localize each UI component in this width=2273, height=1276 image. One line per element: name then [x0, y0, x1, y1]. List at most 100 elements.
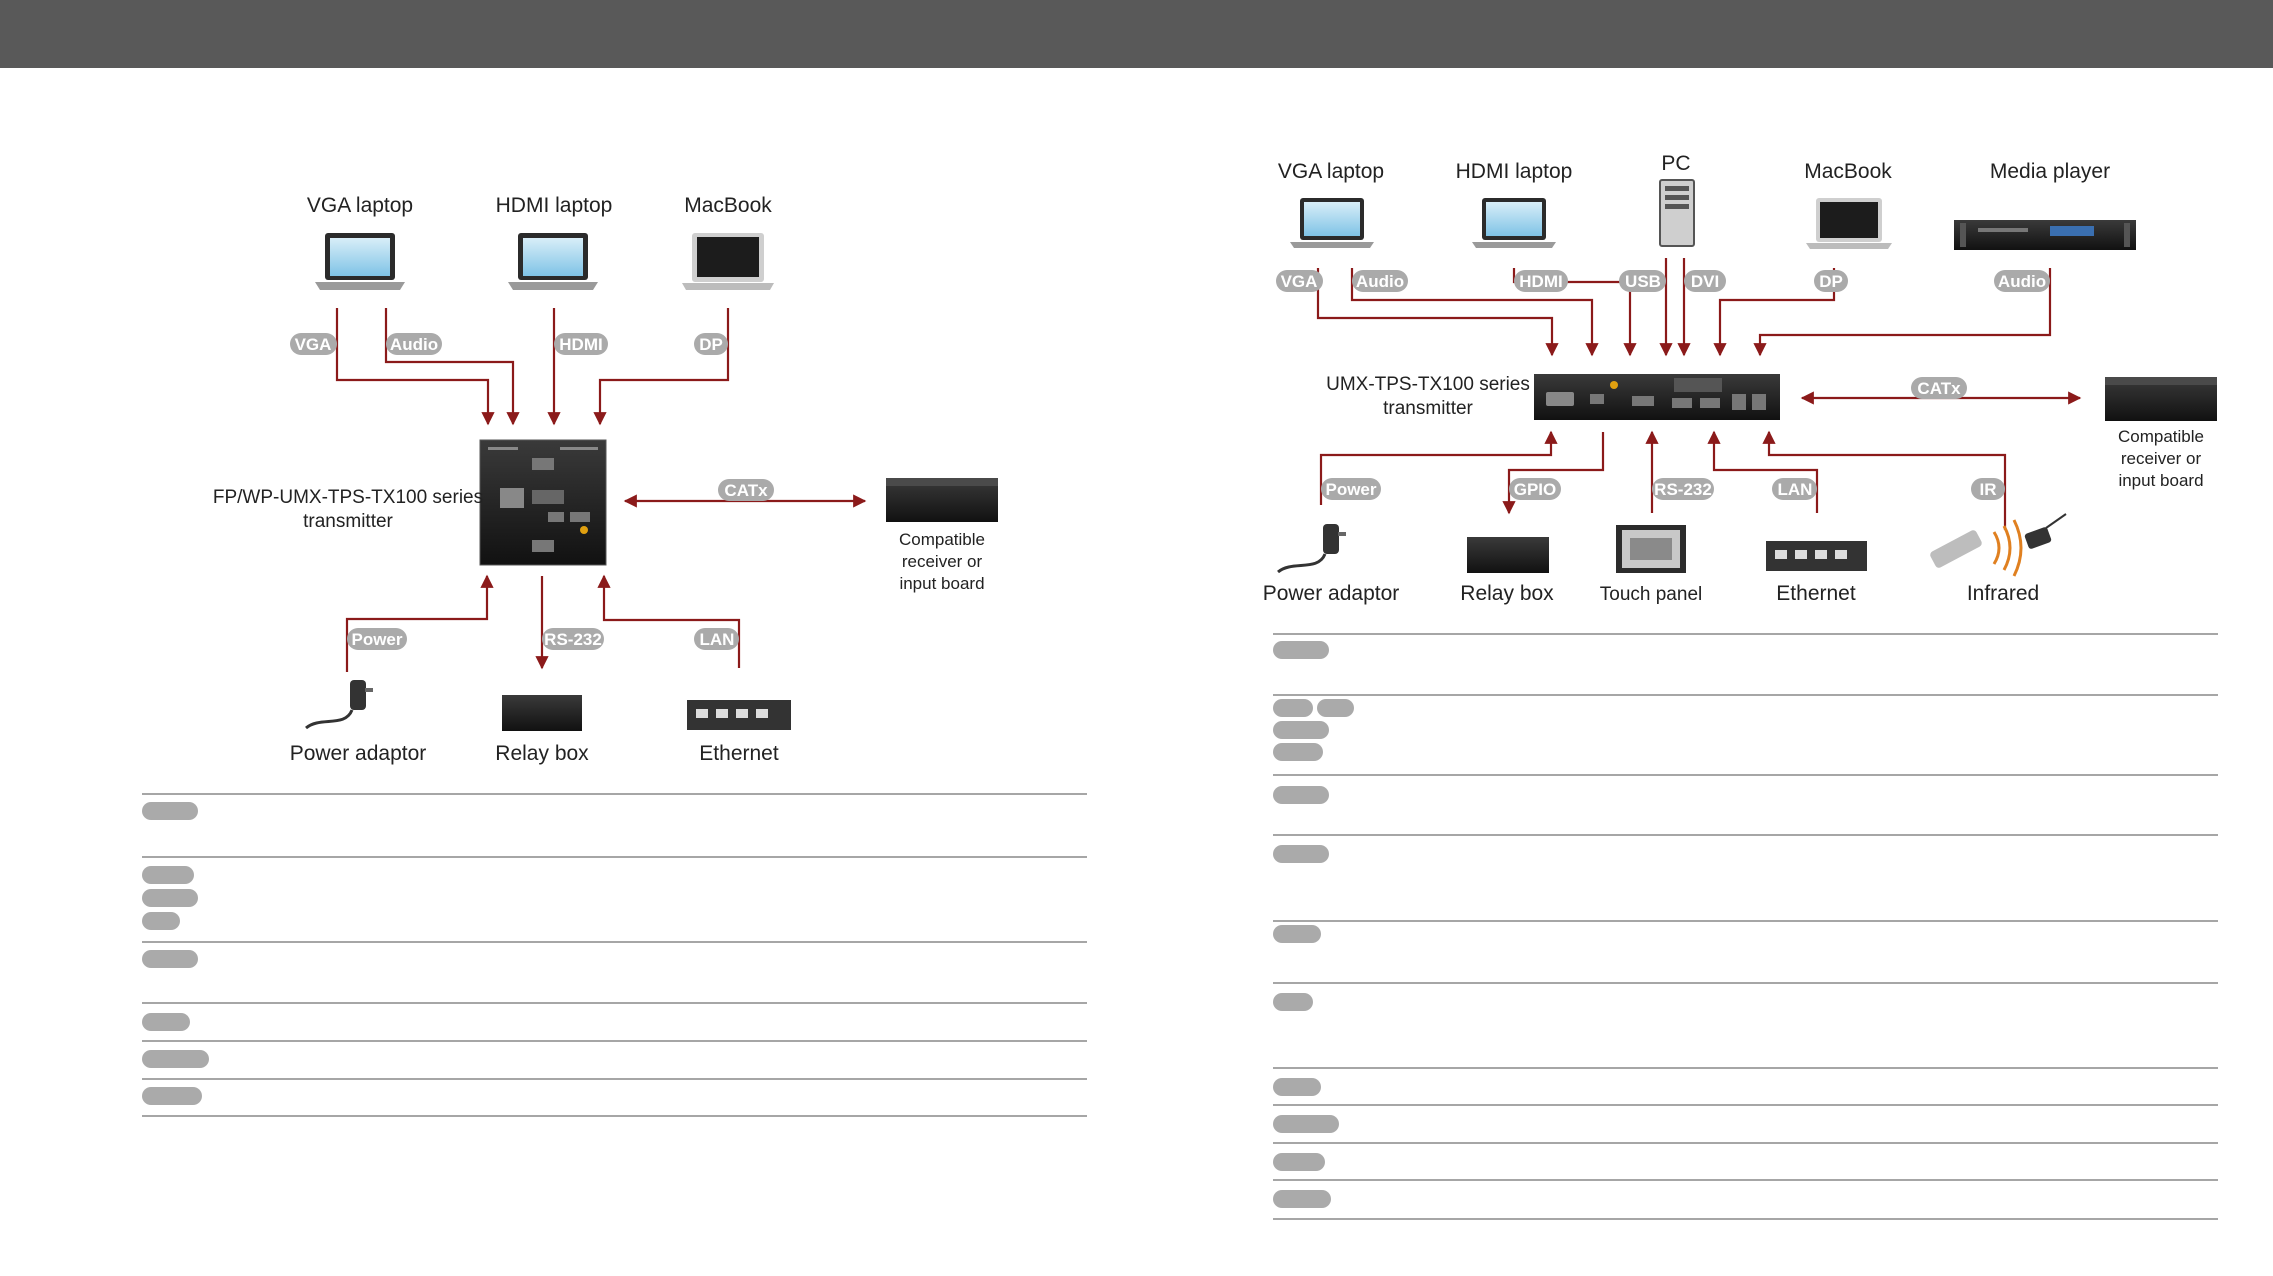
- receiver-box-icon: [2105, 377, 2217, 421]
- legend-tag: [1273, 1078, 1321, 1096]
- legend-tag: [1273, 1153, 1325, 1171]
- legend-tag: [142, 889, 198, 907]
- relay-box-icon: [502, 695, 582, 731]
- legend-tag: [142, 866, 194, 884]
- port-pill-lan: LAN: [1772, 478, 1817, 500]
- wallplate-transmitter-icon: [479, 439, 607, 566]
- legend-tag: [142, 802, 198, 820]
- receiver-label-line1: Compatible: [2118, 427, 2204, 446]
- laptop-icon: [1290, 198, 1374, 248]
- laptop-icon: [315, 233, 405, 290]
- port-pill-audio: Audio: [386, 333, 442, 355]
- port-pill-audio: Audio: [1994, 270, 2050, 292]
- svg-text:RS-232: RS-232: [1654, 480, 1712, 499]
- legend-tag: [1273, 743, 1323, 761]
- legend-tag: [142, 950, 198, 968]
- pc-tower-icon: [1659, 179, 1695, 247]
- ethernet-switch-icon: [687, 700, 791, 730]
- legend-tag: [1273, 993, 1313, 1011]
- power-adaptor-icon: [1277, 524, 1346, 574]
- power-adaptor-icon: [305, 680, 373, 730]
- svg-text:LAN: LAN: [700, 630, 735, 649]
- laptop-icon: [1472, 198, 1556, 248]
- source-label-vga-laptop: VGA laptop: [307, 194, 413, 217]
- right-diagram: VGA laptop HDMI laptop PC MacBook Media …: [1263, 152, 2218, 1220]
- transmitter-label-line1: UMX-TPS-TX100 series: [1326, 374, 1530, 395]
- box-transmitter-icon: [1534, 374, 1780, 420]
- sink-label-power-adaptor: Power adaptor: [290, 742, 427, 765]
- svg-text:VGA: VGA: [1281, 272, 1318, 291]
- sink-label-relay-box: Relay box: [495, 742, 589, 765]
- svg-text:HDMI: HDMI: [559, 335, 602, 354]
- svg-text:CATx: CATx: [1917, 379, 1961, 398]
- legend-tag: [142, 1050, 209, 1068]
- source-label-macbook: MacBook: [684, 194, 772, 217]
- svg-text:GPIO: GPIO: [1514, 480, 1557, 499]
- laptop-icon: [508, 233, 598, 290]
- legend-tag: [142, 912, 180, 930]
- svg-text:DP: DP: [699, 335, 723, 354]
- port-pill-ir: IR: [1971, 478, 2005, 500]
- port-pill-catx: CATx: [718, 479, 774, 501]
- legend-tag: [1273, 1190, 1331, 1208]
- legend-tag: [1273, 1115, 1339, 1133]
- port-pill-dp: DP: [1814, 270, 1848, 292]
- macbook-icon: [1806, 198, 1892, 249]
- source-label-media-player: Media player: [1990, 160, 2110, 183]
- svg-text:Audio: Audio: [1998, 272, 2046, 291]
- right-legend-table: [1273, 633, 2218, 1220]
- transmitter-label-line2: transmitter: [303, 511, 393, 532]
- sink-label-power-adaptor: Power adaptor: [1263, 582, 1400, 605]
- source-label-macbook: MacBook: [1804, 160, 1892, 183]
- svg-text:Power: Power: [1325, 480, 1376, 499]
- port-pill-dvi: DVI: [1684, 270, 1726, 292]
- receiver-label-line2: receiver or: [2121, 449, 2202, 468]
- svg-text:RS-232: RS-232: [544, 630, 602, 649]
- receiver-label-line1: Compatible: [899, 530, 985, 549]
- port-pill-rs232: RS-232: [542, 628, 604, 650]
- port-pill-audio: Audio: [1352, 270, 1408, 292]
- header-bar: [0, 0, 2273, 68]
- source-label-hdmi-laptop: HDMI laptop: [1456, 160, 1573, 183]
- svg-text:Power: Power: [351, 630, 402, 649]
- transmitter-label-line1: FP/WP-UMX-TPS-TX100 series: [213, 487, 483, 508]
- infrared-icon: [1930, 513, 2067, 577]
- legend-tag: [1273, 925, 1321, 943]
- svg-text:Audio: Audio: [1356, 272, 1404, 291]
- relay-box-icon: [1467, 537, 1549, 573]
- legend-tag: [1317, 699, 1354, 717]
- svg-text:HDMI: HDMI: [1519, 272, 1562, 291]
- svg-text:DVI: DVI: [1691, 272, 1719, 291]
- legend-tag: [1273, 845, 1329, 863]
- port-pill-gpio: GPIO: [1509, 478, 1561, 500]
- port-pill-power: Power: [1321, 478, 1381, 500]
- svg-text:CATx: CATx: [724, 481, 768, 500]
- sink-label-ethernet: Ethernet: [1776, 582, 1856, 605]
- svg-text:LAN: LAN: [1778, 480, 1813, 499]
- port-pill-lan: LAN: [694, 628, 739, 650]
- port-pill-vga: VGA: [290, 333, 337, 355]
- port-pill-hdmi: HDMI: [554, 333, 608, 355]
- port-pill-hdmi: HDMI: [1514, 270, 1568, 292]
- port-pill-power: Power: [347, 628, 407, 650]
- legend-tag: [1273, 699, 1313, 717]
- touch-panel-icon: [1616, 525, 1686, 573]
- svg-text:IR: IR: [1980, 480, 1997, 499]
- sink-label-ethernet: Ethernet: [699, 742, 779, 765]
- svg-text:Audio: Audio: [390, 335, 438, 354]
- port-pill-rs232: RS-232: [1652, 478, 1714, 500]
- transmitter-label-line2: transmitter: [1383, 398, 1473, 419]
- receiver-label-line2: receiver or: [902, 552, 983, 571]
- port-pill-vga: VGA: [1276, 270, 1323, 292]
- sink-label-infrared: Infrared: [1967, 582, 2039, 605]
- receiver-label-line3: input board: [2118, 471, 2203, 490]
- svg-text:USB: USB: [1625, 272, 1661, 291]
- legend-tag: [1273, 641, 1329, 659]
- port-pill-dp: DP: [694, 333, 728, 355]
- sink-label-touch-panel: Touch panel: [1600, 584, 1702, 605]
- source-label-hdmi-laptop: HDMI laptop: [496, 194, 613, 217]
- svg-text:VGA: VGA: [295, 335, 332, 354]
- svg-text:DP: DP: [1819, 272, 1843, 291]
- left-legend-table: [142, 793, 1087, 1117]
